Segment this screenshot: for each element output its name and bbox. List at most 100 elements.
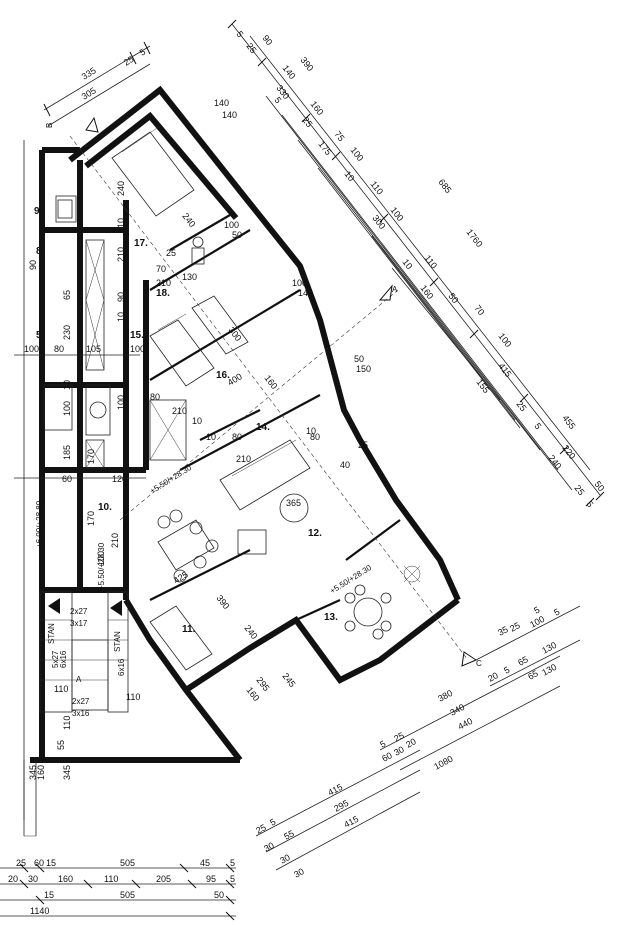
dim-label: 20 bbox=[404, 736, 418, 750]
bed-icon bbox=[191, 295, 249, 355]
dim-label: 685 bbox=[436, 177, 453, 195]
elevation-label: +5.50/+28.30 bbox=[328, 563, 373, 596]
dim-label: 25 bbox=[16, 858, 26, 868]
dim-label: 65 bbox=[62, 290, 72, 300]
dim-label: 425 bbox=[172, 569, 190, 585]
dim-label: 295 bbox=[332, 798, 350, 814]
step-count: 6x16 bbox=[117, 658, 126, 676]
dim-label: 100 bbox=[224, 220, 239, 230]
section-lines bbox=[69, 116, 478, 667]
dim-label: 170 bbox=[86, 511, 96, 526]
left-dimensions: 100 80 105 100 230 65 90 100 100 10 185 … bbox=[14, 140, 146, 820]
dim-label: 35 bbox=[496, 624, 510, 638]
dim-label: 30 bbox=[392, 744, 406, 758]
dim-label: 100 bbox=[96, 551, 106, 566]
dim-label: 175 bbox=[316, 139, 333, 157]
dim-label: 25 bbox=[254, 822, 268, 836]
step-count: 5x27 bbox=[51, 650, 60, 668]
dim-label: 10 bbox=[116, 218, 126, 228]
dim-label: 5 bbox=[272, 95, 283, 105]
dim-label: 210 bbox=[172, 406, 187, 416]
dim-label: 5 bbox=[268, 817, 277, 828]
dim-label: 345 bbox=[28, 765, 38, 780]
dim-label: 55 bbox=[282, 828, 296, 842]
dim-label: 100 bbox=[496, 331, 513, 349]
left-bottom-extension bbox=[23, 760, 37, 837]
room-label-11: 11. bbox=[182, 624, 196, 635]
dim-label: 50 bbox=[354, 354, 364, 364]
dim-label: 210 bbox=[110, 533, 120, 548]
dim-label: 110 bbox=[104, 874, 118, 884]
dim-label: 300 bbox=[370, 213, 387, 231]
dim-label: 100 bbox=[348, 145, 365, 163]
dim-label: 110 bbox=[62, 716, 72, 730]
dim-label: 25 bbox=[358, 440, 368, 450]
room-label-5: 5. bbox=[36, 330, 45, 341]
round-rug-icon bbox=[279, 493, 309, 523]
sink-icon bbox=[192, 236, 204, 248]
dim-label: 5 bbox=[138, 47, 148, 58]
dim-label: 75 bbox=[332, 129, 346, 143]
room-label-8: 8. bbox=[36, 246, 45, 257]
dim-label: 50 bbox=[592, 479, 606, 493]
dim-label: 1140 bbox=[30, 906, 49, 916]
dim-label: 15 bbox=[46, 858, 56, 868]
section-marker-icon bbox=[378, 284, 393, 301]
dim-label: 140 bbox=[222, 110, 237, 120]
section-label: C bbox=[476, 659, 482, 668]
dim-label: 160 bbox=[262, 373, 279, 391]
dim-label: 25 bbox=[392, 730, 406, 744]
dim-label: 240 bbox=[242, 623, 259, 641]
dim-label: 25 bbox=[508, 620, 522, 634]
stair-label: STAN bbox=[47, 623, 56, 644]
dim-label: 210 bbox=[156, 278, 171, 288]
dim-label: 390 bbox=[214, 593, 231, 611]
dim-label: 100 bbox=[116, 395, 126, 410]
dim-label: 65 bbox=[516, 654, 530, 668]
dim-label: 110 bbox=[422, 253, 439, 270]
dim-label: 120 bbox=[112, 474, 127, 484]
point-label: A bbox=[76, 675, 82, 684]
dim-label: 60 bbox=[62, 474, 72, 484]
sofa-icon bbox=[219, 439, 311, 511]
dim-label: 210 bbox=[116, 247, 126, 262]
dim-label: 240 bbox=[546, 453, 563, 471]
stair-shafts bbox=[43, 195, 187, 469]
dim-label: 70 bbox=[472, 303, 486, 317]
dim-label: 1760 bbox=[464, 227, 484, 249]
dim-label: 210 bbox=[236, 454, 251, 464]
dim-label: 25 bbox=[166, 248, 176, 258]
toilet-icon bbox=[191, 247, 205, 265]
dim-label: 50 bbox=[214, 890, 224, 900]
dim-label: 505 bbox=[120, 890, 135, 900]
dim-label: 65 bbox=[526, 668, 540, 682]
dim-label: 415 bbox=[342, 814, 360, 830]
dim-label: 100 bbox=[388, 205, 405, 223]
dim-label: 30 bbox=[28, 874, 38, 884]
dim-label: 5 bbox=[584, 499, 595, 509]
dim-label: 90 bbox=[260, 33, 274, 47]
section-label: B bbox=[45, 123, 54, 128]
dim-label: 10 bbox=[306, 426, 316, 436]
dim-label: 25 bbox=[244, 41, 258, 55]
dim-label: 20 bbox=[486, 670, 500, 684]
dim-label: 340 bbox=[448, 702, 466, 718]
dim-label: 80 bbox=[232, 432, 242, 442]
furniture bbox=[57, 125, 421, 671]
dim-label: 30 bbox=[278, 852, 292, 866]
dim-label: 1080 bbox=[432, 754, 454, 772]
stair-label: STAN bbox=[113, 631, 122, 652]
dim-label: 80 bbox=[150, 392, 160, 402]
dim-label: 5 bbox=[552, 607, 561, 618]
dim-label: 100 bbox=[62, 401, 72, 416]
dimension-rows-bottom: 25 60 15 505 45 5 20 30 160 110 205 95 5… bbox=[0, 858, 236, 921]
dim-label: 455 bbox=[560, 413, 577, 431]
room-label-18: 18. bbox=[156, 288, 170, 299]
room-label-17: 17. bbox=[134, 238, 148, 249]
room-label-16: 16. bbox=[216, 370, 230, 381]
dim-label: 100 bbox=[528, 614, 546, 630]
dim-label: 220 bbox=[560, 443, 577, 461]
dim-label: 5 bbox=[230, 874, 235, 884]
dim-label: 25 bbox=[122, 54, 136, 68]
